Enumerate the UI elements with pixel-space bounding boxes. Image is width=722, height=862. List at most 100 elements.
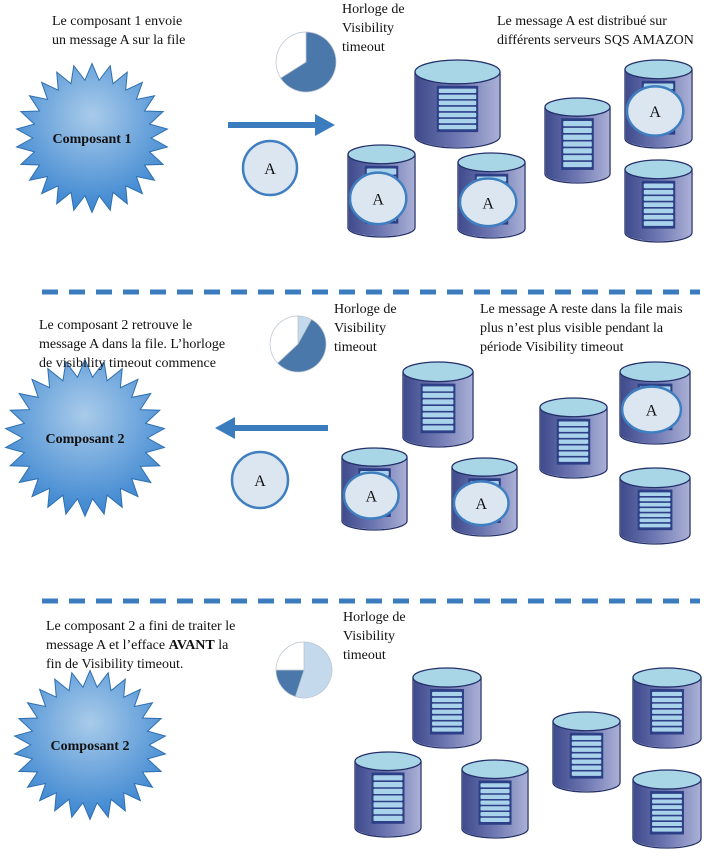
stack-row [432, 697, 462, 703]
stack-row [652, 805, 682, 810]
panel1-caption: Le composant 1 envoie un message A sur l… [52, 14, 186, 48]
visibility-clock [275, 31, 337, 93]
stack-row [652, 822, 682, 827]
stack-row [432, 709, 462, 714]
stack-row [422, 412, 454, 418]
stack-row [652, 727, 682, 732]
message-circle [230, 450, 290, 510]
stack-row [639, 513, 671, 517]
stack-row [639, 508, 671, 512]
stack-row [422, 425, 454, 431]
message-a: A [241, 139, 299, 197]
stack-row [480, 783, 510, 788]
message-circle [241, 139, 299, 197]
message-circle [625, 85, 685, 137]
stack-row [558, 445, 589, 450]
cylinder-outline [451, 467, 518, 537]
stack-row [373, 795, 403, 801]
stack-row [639, 518, 671, 523]
cylinder-top [451, 457, 518, 477]
panel1-right-caption: Le message A est distribué sur différent… [497, 14, 694, 48]
sqs-server-cylinder [402, 361, 474, 448]
stack-row [563, 141, 592, 147]
cylinder-top [412, 667, 482, 688]
stack-row [558, 421, 589, 426]
stack-row [643, 208, 674, 214]
message-circle [620, 385, 683, 434]
message-circle [348, 171, 408, 226]
component-label: Composant 2 [51, 739, 130, 754]
stack-row [652, 715, 682, 720]
message-a: A [620, 385, 683, 434]
sqs-server-cylinder [414, 59, 501, 149]
cylinder-outline [402, 371, 474, 448]
star-shape [15, 62, 169, 214]
stack-row [558, 433, 589, 438]
arrow-head [315, 114, 335, 136]
cylinder-top [544, 97, 611, 117]
stack-row [563, 148, 592, 154]
cylinder-outline [624, 69, 693, 149]
stack-row [558, 457, 589, 462]
cylinder-outline [632, 677, 702, 749]
sqs-server-cylinder [461, 759, 529, 839]
stack-row [571, 753, 602, 758]
star-shape [4, 358, 166, 518]
component-star: Composant 2 [13, 669, 167, 821]
panel2-caption: Le composant 2 retrouve le message A dan… [39, 318, 226, 371]
panel2-right-caption: Le message A reste dans la file mais plu… [480, 302, 683, 355]
stack-row [639, 523, 671, 528]
cylinder-outline [619, 477, 691, 545]
star-shape [13, 669, 167, 821]
arrow-shaft [228, 122, 315, 128]
panel1-clock-label: Horloge de Visibility timeout [342, 2, 405, 55]
stack-row [432, 727, 462, 732]
stack-row [652, 691, 682, 697]
sqs-server-cylinder [412, 667, 482, 749]
sqs-server-cylinder [544, 97, 611, 184]
cylinder-outline [457, 162, 526, 239]
message-circle [342, 471, 400, 520]
stack-row [643, 221, 674, 226]
stack-row [373, 775, 403, 781]
message-a: A [342, 471, 400, 520]
cylinder-top [619, 361, 691, 383]
component-label: Composant 2 [46, 432, 125, 447]
stack-row [563, 155, 592, 161]
cylinder-top [457, 152, 526, 173]
stack-row [558, 427, 589, 432]
stack-row [563, 134, 592, 140]
stack-row [438, 88, 477, 94]
sqs-server-cylinder [619, 467, 691, 545]
arrow-head [215, 417, 235, 439]
message-circle [452, 480, 510, 527]
cylinder-outline [552, 721, 621, 793]
stack-row [432, 691, 462, 697]
sqs-server-cylinder [624, 159, 693, 243]
arrow-shaft [235, 425, 328, 431]
cylinder-top [354, 751, 422, 772]
clock-slice-white [275, 31, 307, 79]
stack-row [639, 492, 671, 497]
cylinder-outline [347, 154, 416, 238]
clock-slice-light [294, 641, 333, 699]
cylinder-outline [544, 107, 611, 184]
stack-row [643, 202, 674, 208]
message-label: A [264, 161, 276, 178]
cylinder-outline [414, 71, 501, 149]
stack-row [652, 799, 682, 804]
message-label: A [372, 191, 384, 208]
caption-emphasis: AVANT [168, 638, 215, 653]
visibility-clock [269, 315, 327, 373]
stack-row [432, 703, 462, 708]
stack-row [563, 121, 592, 127]
message-label: A [649, 104, 661, 121]
clock-slice-dark [277, 318, 327, 373]
message-label: A [646, 403, 658, 420]
message-label: A [254, 473, 266, 490]
message-circle [458, 177, 518, 228]
caption-part: Le composant 2 a fini de traiter le mess… [46, 619, 236, 653]
stack-row [422, 418, 454, 424]
stack-row [438, 106, 477, 112]
